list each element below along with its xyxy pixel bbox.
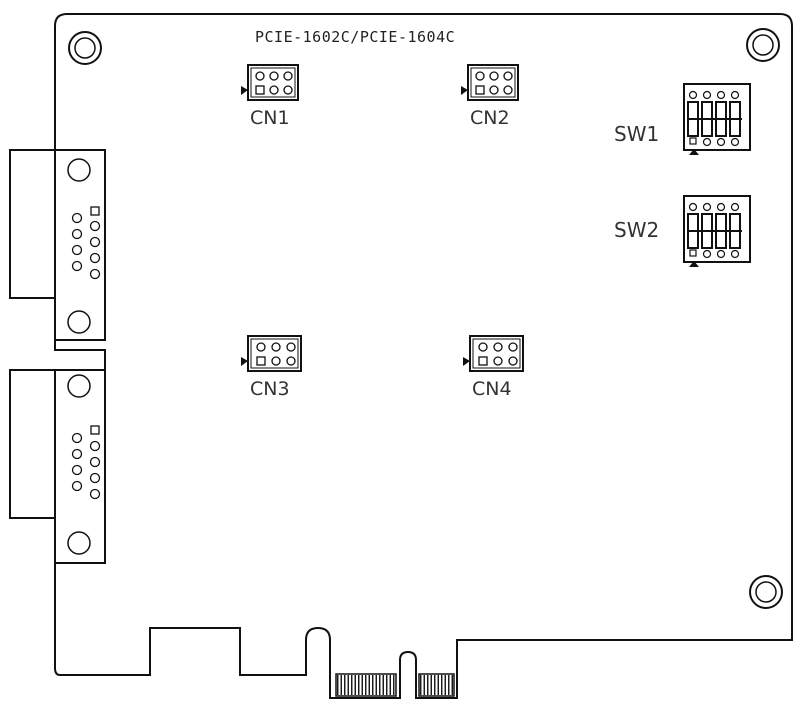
mounting-hole-top-right [746,28,780,62]
mounting-hole-bottom-right [749,575,783,609]
board-title: PCIE-1602C/PCIE-1604C [255,28,455,46]
cn4-label: CN4 [472,378,512,400]
cn1-label: CN1 [250,107,290,129]
gold-fingers-right [418,673,455,697]
db9-connector-1 [9,149,106,341]
cn4-header [463,335,524,372]
sw1-label: SW1 [614,122,659,146]
sw2-dip-switch [683,195,751,267]
board-outline [54,13,793,699]
cn2-header [461,64,519,101]
sw2-label: SW2 [614,218,659,242]
mounting-hole-top-left [68,31,102,65]
cn3-header [241,335,302,372]
sw1-dip-switch [683,83,751,155]
db9-connector-2 [9,369,106,564]
cn3-label: CN3 [250,378,290,400]
cn1-header [241,64,299,101]
gold-fingers-left [335,673,397,697]
cn2-label: CN2 [470,107,510,129]
